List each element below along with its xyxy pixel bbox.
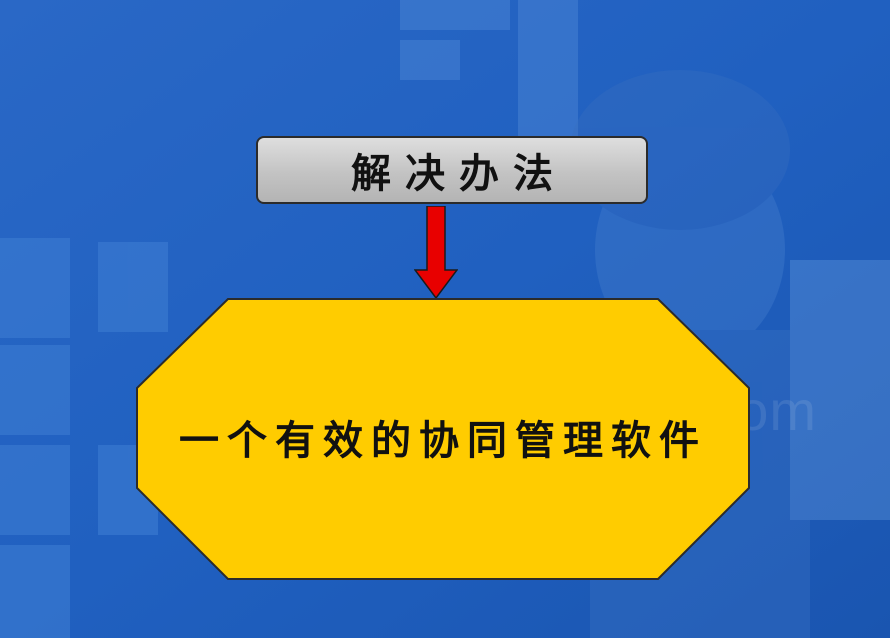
down-arrow [414, 206, 458, 300]
answer-text: 一个有效的协同管理软件 [179, 417, 707, 464]
answer-octagon [136, 298, 750, 580]
title-box: 解决办法 [256, 136, 648, 204]
slide-title: 解决办法 [351, 150, 567, 197]
